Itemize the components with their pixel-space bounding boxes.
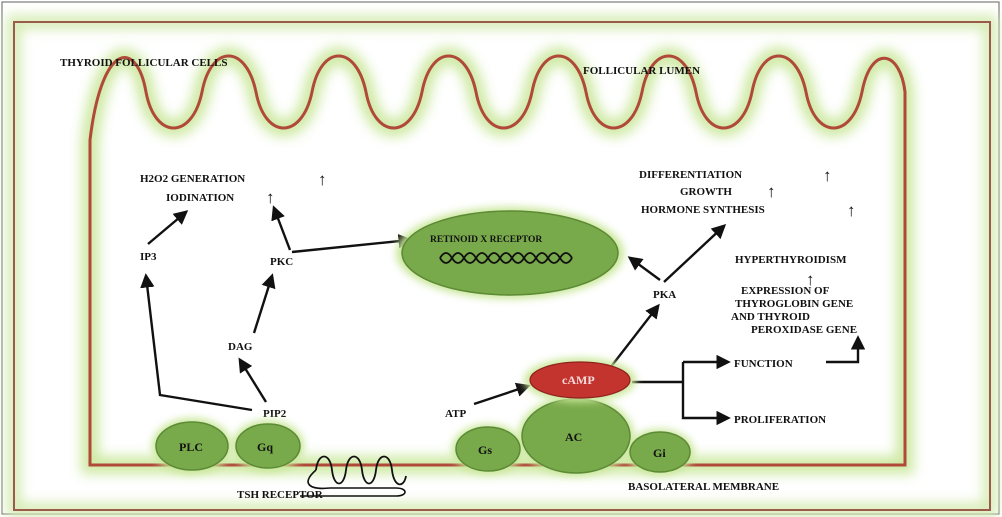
differentiation-label: DIFFERENTIATION: [639, 169, 742, 181]
atp-label: ATP: [445, 408, 466, 420]
gq-label: Gq: [257, 440, 273, 454]
h2o2-generation-label: H2O2 GENERATION: [140, 173, 245, 185]
hormone-synthesis-up-arrow: ↑: [847, 201, 856, 220]
pkc-label: PKC: [270, 256, 293, 268]
expression-line-1: EXPRESSION OF: [741, 285, 830, 297]
hormone-synthesis-label: HORMONE SYNTHESIS: [641, 204, 765, 216]
plc-label: PLC: [179, 440, 203, 454]
tsh-receptor-label: TSH RECEPTOR: [237, 489, 324, 501]
growth-up-arrow: ↑: [767, 182, 776, 201]
hyperthyroidism-label: HYPERTHYROIDISM: [735, 254, 847, 266]
pip2-label: PIP2: [263, 408, 287, 420]
basolateral-membrane-label: BASOLATERAL MEMBRANE: [628, 481, 779, 493]
expression-line-2: THYROGLOBIN GENE: [735, 298, 853, 310]
growth-label: GROWTH: [680, 186, 732, 198]
function-label: FUNCTION: [734, 358, 793, 370]
pka-label: PKA: [653, 289, 676, 301]
gi-label: Gi: [653, 446, 666, 460]
iodination-up-arrow: ↑: [266, 188, 275, 207]
ip3-label: IP3: [140, 251, 157, 263]
rxr-label: RETINOID X RECEPTOR: [430, 235, 542, 245]
retinoid-x-receptor: [402, 211, 618, 295]
differentiation-up-arrow: ↑: [823, 166, 832, 185]
h2o2-up-arrow: ↑: [318, 170, 327, 189]
proliferation-label: PROLIFERATION: [734, 414, 826, 426]
dag-label: DAG: [228, 341, 253, 353]
ac-label: AC: [565, 430, 582, 444]
iodination-label: IODINATION: [166, 192, 234, 204]
expression-line-4: PEROXIDASE GENE: [751, 324, 857, 336]
expression-line-3: AND THYROID: [731, 311, 810, 323]
camp-label: cAMP: [562, 373, 595, 387]
gs-label: Gs: [478, 443, 492, 457]
thyroid-follicular-cells-label: THYROID FOLLICULAR CELLS: [60, 57, 227, 69]
follicular-lumen-label: FOLLICULAR LUMEN: [583, 65, 700, 77]
